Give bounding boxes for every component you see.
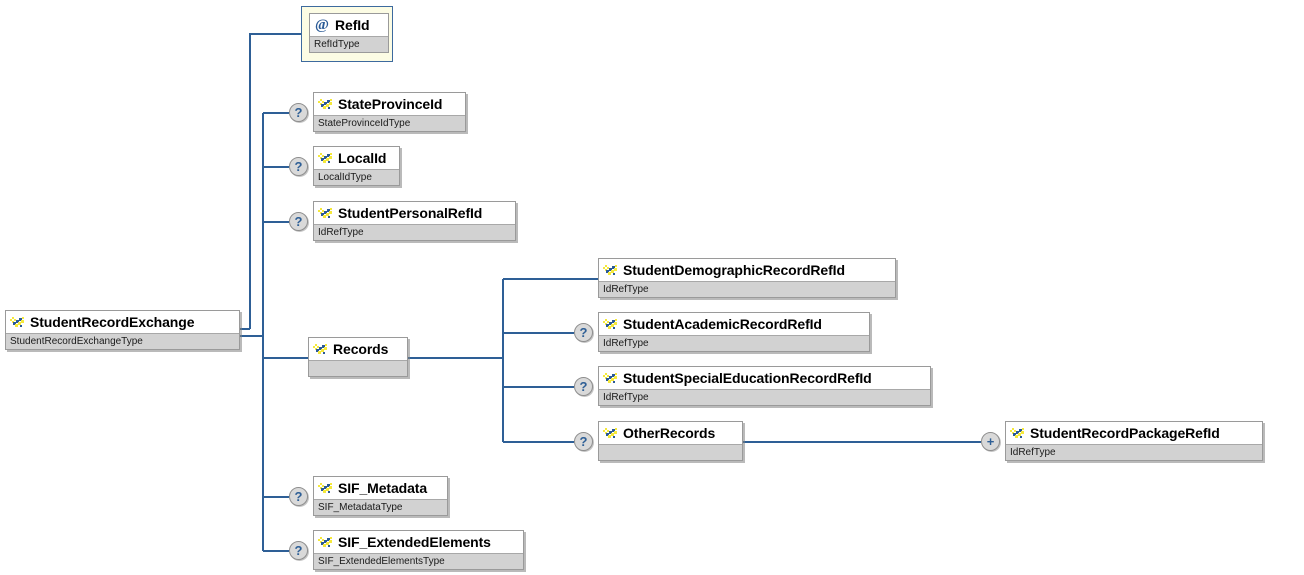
attribute-at-icon: @ — [315, 16, 329, 33]
node-studentdemographicrecordrefid-type: IdRefType — [603, 283, 649, 295]
node-otherrecords-label: OtherRecords — [623, 425, 716, 441]
node-studentpersonalrefid[interactable]: StudentPersonalRefId IdRefType — [313, 201, 516, 241]
node-stateprovinceid-type: StateProvinceIdType — [318, 117, 411, 129]
node-studentrecordexchange-type-row: StudentRecordExchangeType — [6, 333, 239, 349]
node-sif-extendedelements[interactable]: SIF_ExtendedElements SIF_ExtendedElement… — [313, 530, 524, 570]
expand-badge-studentrecordpackagerefid[interactable]: + — [981, 432, 1000, 451]
element-icon — [318, 98, 332, 109]
node-studentdemographicrecordrefid-label: StudentDemographicRecordRefId — [623, 262, 845, 278]
node-studentrecordexchange-type: StudentRecordExchangeType — [10, 335, 143, 347]
node-refid-name-row: @ RefId — [310, 14, 388, 36]
node-studentpersonalrefid-type-row: IdRefType — [314, 224, 515, 240]
element-icon — [313, 343, 327, 354]
element-icon — [318, 152, 332, 163]
node-localid-label: LocalId — [338, 150, 387, 166]
element-icon — [603, 318, 617, 329]
node-studentacademicrecordrefid[interactable]: StudentAcademicRecordRefId IdRefType — [598, 312, 870, 352]
node-stateprovinceid-name-row: StateProvinceId — [314, 93, 465, 115]
node-studentspecialeducationrecordrefid[interactable]: StudentSpecialEducationRecordRefId IdRef… — [598, 366, 931, 406]
node-sif-extendedelements-label: SIF_ExtendedElements — [338, 534, 491, 550]
node-localid-type-row: LocalIdType — [314, 169, 399, 185]
node-refid-type: RefIdType — [314, 38, 360, 50]
node-sif-metadata-name-row: SIF_Metadata — [314, 477, 447, 499]
node-sif-metadata-type-row: SIF_MetadataType — [314, 499, 447, 515]
node-studentrecordpackagerefid-name-row: StudentRecordPackageRefId — [1006, 422, 1262, 444]
optional-badge-sif-metadata[interactable]: ? — [289, 487, 308, 506]
node-refid-type-row: RefIdType — [310, 36, 388, 52]
node-studentpersonalrefid-name-row: StudentPersonalRefId — [314, 202, 515, 224]
node-studentrecordexchange[interactable]: StudentRecordExchange StudentRecordExcha… — [5, 310, 240, 350]
element-icon — [318, 207, 332, 218]
optional-badge-localid[interactable]: ? — [289, 157, 308, 176]
node-studentacademicrecordrefid-name-row: StudentAcademicRecordRefId — [599, 313, 869, 335]
node-sif-metadata-type: SIF_MetadataType — [318, 501, 403, 513]
node-otherrecords-type-row — [599, 444, 742, 460]
node-studentrecordpackagerefid-type: IdRefType — [1010, 446, 1056, 458]
node-studentpersonalrefid-label: StudentPersonalRefId — [338, 205, 483, 221]
optional-badge-otherrecords[interactable]: ? — [574, 432, 593, 451]
element-icon — [318, 482, 332, 493]
edge-root-to-refid — [249, 33, 309, 329]
node-records[interactable]: Records — [308, 337, 408, 377]
node-otherrecords[interactable]: OtherRecords — [598, 421, 743, 461]
node-records-type-row — [309, 360, 407, 376]
node-studentrecordpackagerefid-type-row: IdRefType — [1006, 444, 1262, 460]
element-icon — [603, 427, 617, 438]
node-localid-name-row: LocalId — [314, 147, 399, 169]
element-icon — [603, 264, 617, 275]
node-studentacademicrecordrefid-type: IdRefType — [603, 337, 649, 349]
node-refid[interactable]: @ RefId RefIdType — [309, 13, 389, 53]
optional-badge-stateprovinceid[interactable]: ? — [289, 103, 308, 122]
node-sif-metadata[interactable]: SIF_Metadata SIF_MetadataType — [313, 476, 448, 516]
node-sif-metadata-label: SIF_Metadata — [338, 480, 428, 496]
optional-badge-sif-extendedelements[interactable]: ? — [289, 541, 308, 560]
node-stateprovinceid[interactable]: StateProvinceId StateProvinceIdType — [313, 92, 466, 132]
element-icon — [10, 316, 24, 327]
element-icon — [1010, 427, 1024, 438]
node-stateprovinceid-label: StateProvinceId — [338, 96, 443, 112]
node-studentrecordexchange-name-row: StudentRecordExchange — [6, 311, 239, 333]
node-studentacademicrecordrefid-type-row: IdRefType — [599, 335, 869, 351]
optional-badge-studentspecialeducationrecordrefid[interactable]: ? — [574, 377, 593, 396]
node-studentpersonalrefid-type: IdRefType — [318, 226, 364, 238]
element-icon — [603, 372, 617, 383]
node-studentacademicrecordrefid-label: StudentAcademicRecordRefId — [623, 316, 822, 332]
node-stateprovinceid-type-row: StateProvinceIdType — [314, 115, 465, 131]
node-sif-extendedelements-type-row: SIF_ExtendedElementsType — [314, 553, 523, 569]
node-studentrecordexchange-label: StudentRecordExchange — [30, 314, 195, 330]
node-records-name-row: Records — [309, 338, 407, 360]
node-studentdemographicrecordrefid[interactable]: StudentDemographicRecordRefId IdRefType — [598, 258, 896, 298]
node-studentspecialeducationrecordrefid-name-row: StudentSpecialEducationRecordRefId — [599, 367, 930, 389]
node-studentdemographicrecordrefid-name-row: StudentDemographicRecordRefId — [599, 259, 895, 281]
node-studentrecordpackagerefid-label: StudentRecordPackageRefId — [1030, 425, 1220, 441]
node-studentspecialeducationrecordrefid-label: StudentSpecialEducationRecordRefId — [623, 370, 872, 386]
node-localid[interactable]: LocalId LocalIdType — [313, 146, 400, 186]
node-studentrecordpackagerefid[interactable]: StudentRecordPackageRefId IdRefType — [1005, 421, 1263, 461]
element-icon — [318, 536, 332, 547]
node-studentspecialeducationrecordrefid-type-row: IdRefType — [599, 389, 930, 405]
node-sif-extendedelements-name-row: SIF_ExtendedElements — [314, 531, 523, 553]
node-refid-label: RefId — [335, 17, 370, 33]
node-studentdemographicrecordrefid-type-row: IdRefType — [599, 281, 895, 297]
node-otherrecords-name-row: OtherRecords — [599, 422, 742, 444]
optional-badge-studentpersonalrefid[interactable]: ? — [289, 212, 308, 231]
optional-badge-studentacademicrecordrefid[interactable]: ? — [574, 323, 593, 342]
node-records-label: Records — [333, 341, 389, 357]
node-sif-extendedelements-type: SIF_ExtendedElementsType — [318, 555, 445, 567]
node-studentspecialeducationrecordrefid-type: IdRefType — [603, 391, 649, 403]
node-localid-type: LocalIdType — [318, 171, 372, 183]
